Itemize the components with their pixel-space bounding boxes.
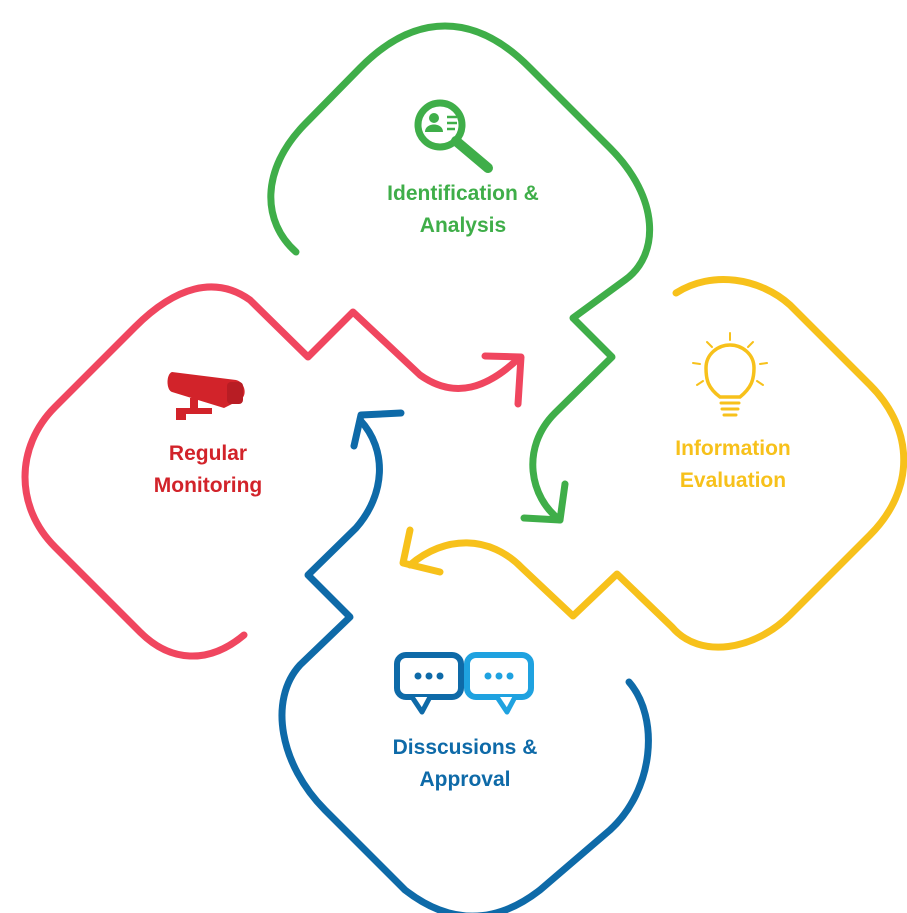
evaluation-label-line1: Information (675, 437, 791, 460)
stage-identification: Identification & Analysis (267, 22, 654, 524)
evaluation-loop (406, 276, 907, 651)
stage-evaluation: Information Evaluation (399, 276, 907, 651)
discussion-label-line1: Disscusions & (393, 736, 538, 759)
chat-bubbles-icon (394, 652, 534, 715)
identification-label-line1: Identification & (387, 182, 539, 205)
evaluation-arrowhead (399, 526, 444, 576)
identification-arrowhead (520, 480, 569, 524)
monitoring-arrowhead (481, 352, 525, 408)
security-camera-icon (167, 372, 245, 420)
discussion-loop (278, 416, 652, 913)
magnifier-profile-icon (414, 99, 493, 173)
identification-loop (267, 22, 654, 524)
discussion-label-line2: Approval (419, 768, 510, 791)
monitoring-loop (21, 283, 524, 660)
identification-label-line2: Analysis (420, 214, 506, 237)
stage-discussion: Disscusions & Approval (278, 409, 652, 913)
lightbulb-icon (692, 332, 768, 417)
evaluation-label-line2: Evaluation (680, 469, 786, 492)
monitoring-label-line2: Monitoring (154, 474, 262, 497)
stage-monitoring: Regular Monitoring (21, 283, 525, 660)
monitoring-label-line1: Regular (169, 442, 247, 465)
discussion-arrowhead (350, 409, 405, 450)
